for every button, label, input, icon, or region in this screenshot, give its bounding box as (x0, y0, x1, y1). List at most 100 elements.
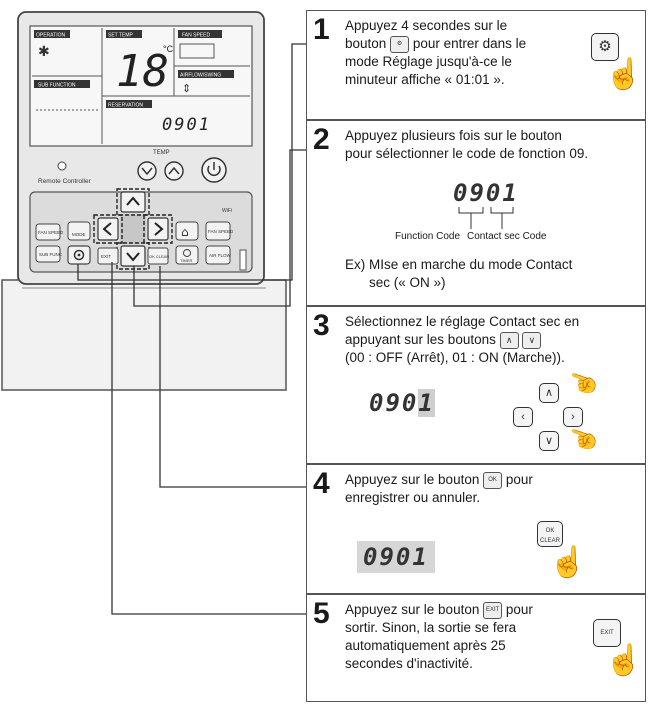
gear-icon: ⚙ (390, 35, 410, 53)
clock-icon (183, 249, 191, 257)
contact-code-bracket (490, 207, 514, 229)
sub-func-button[interactable] (35, 245, 61, 263)
connector-step-4 (159, 266, 306, 488)
display-prefix: 090 (369, 389, 419, 417)
lcd-tab-fan-speed (178, 30, 222, 38)
lcd-label-reservation: RESERVATION (108, 103, 143, 109)
lcd-label-fan-speed: FAN SPEED (182, 33, 210, 39)
dpad-up-illustration: ∧ (539, 383, 559, 403)
chevron-down-icon (126, 252, 140, 262)
pointing-hand-icon: ☝ (605, 644, 643, 677)
contact-code-label: Contact sec Code (467, 231, 547, 242)
step-text: Appuyez sur le bouton EXIT pour sortir. … (345, 601, 533, 671)
power-icon (207, 165, 221, 176)
mode-button-label: MODE (72, 232, 86, 237)
up-button-highlight (116, 188, 150, 216)
left-button-highlight (93, 214, 123, 244)
step-text: Appuyez sur le bouton OK pour enregistre… (345, 471, 533, 505)
lcd-tab-sub-function (34, 80, 90, 88)
step-3-display: 0901 (369, 389, 435, 417)
dpad-down-illustration: ∨ (539, 431, 559, 451)
left-button[interactable] (97, 217, 119, 241)
fan-speed-right-button[interactable] (205, 221, 231, 241)
example-line-2: sec (« ON ») (369, 275, 446, 290)
exit-button-label: EXIT (101, 254, 111, 259)
dpad-center (120, 214, 146, 244)
right-button[interactable] (147, 217, 169, 241)
chevron-down-icon: ∨ (522, 331, 542, 349)
ok-clear-button-label: OK CLEAR (149, 254, 169, 259)
up-button[interactable] (120, 191, 146, 213)
step-5-box: 5 Appuyez sur le bouton EXIT pour sortir… (306, 594, 646, 702)
connector-step-5 (111, 262, 306, 615)
connector-step-1 (77, 43, 306, 281)
fan-speed-button[interactable] (35, 223, 61, 241)
timer-button[interactable] (175, 245, 199, 265)
gear-icon (73, 249, 85, 261)
temp-label: TEMP (153, 150, 170, 156)
chevron-right-icon (154, 222, 164, 236)
sub-func-button-label: SUB FUNC (39, 252, 63, 257)
air-flow-button[interactable] (205, 245, 231, 265)
step-4-display: 0901 (357, 541, 435, 573)
dpad-right-illustration: › (563, 407, 583, 427)
connector-step-2 (133, 149, 306, 307)
chevron-down-icon (141, 167, 153, 176)
ok-clear-button[interactable] (147, 247, 169, 265)
example-line-1: Ex) MIse en marche du mode Contact (345, 257, 573, 272)
blinking-digit: 1 (418, 389, 435, 417)
pointing-hand-icon: ☝ (549, 546, 587, 579)
timer-button-label: TIMER (180, 258, 193, 263)
exit-button[interactable] (97, 247, 119, 265)
fan-speed-button-label: FAN SPEED (38, 230, 64, 235)
settings-button-illustration: ⚙ (591, 33, 619, 61)
lcd-tab-reservation (106, 100, 152, 108)
lcd-tab-airflow (178, 70, 234, 78)
lcd-tab-operation (34, 30, 70, 38)
function-code-label: Function Code (395, 231, 461, 242)
step-3-box: 3 Sélectionnez le réglage Contact sec en… (306, 306, 646, 464)
indicator-led-icon (57, 161, 67, 171)
right-button-highlight (143, 214, 173, 244)
step-4-box: 4 Appuyez sur le bouton OK pour enregist… (306, 464, 646, 594)
fan-speed-right-label: FAN SPEED (208, 229, 234, 234)
lcd-label-operation: OPERATION (36, 33, 65, 39)
lcd-label-airflow: AIRFLOW/SWING (180, 73, 221, 79)
dpad-left-illustration: ‹ (513, 407, 533, 427)
lcd-temp-unit: °C (163, 44, 174, 54)
temp-up-button[interactable] (164, 161, 184, 181)
remote-controller-label: Remote Controller (38, 178, 92, 185)
wall-plate (1, 279, 287, 391)
step-number: 3 (313, 309, 330, 342)
side-slot (239, 249, 247, 271)
step-number: 5 (313, 597, 330, 630)
exit-button-illustration: EXIT (593, 619, 621, 647)
chevron-left-icon (102, 222, 112, 236)
lcd-tab-set-temp (106, 30, 142, 38)
pointing-hand-icon: ☝ (566, 364, 602, 403)
function-code-bracket (458, 207, 484, 229)
connector-lines (77, 43, 306, 615)
snowflake-icon: ✱ (38, 44, 50, 60)
step-number: 1 (313, 13, 330, 46)
mode-button[interactable] (67, 221, 91, 241)
down-button[interactable] (120, 245, 146, 267)
ok-clear-icon: OK (483, 471, 503, 489)
home-icon: ⌂ (181, 225, 189, 239)
temp-down-button[interactable] (137, 161, 157, 181)
step-number: 4 (313, 467, 330, 500)
wifi-label: WiFi (222, 208, 232, 214)
chevron-up-icon: ∧ (499, 331, 519, 349)
lcd-temp-digits: 18 (116, 46, 169, 97)
lcd-label-set-temp: SET TEMP (108, 33, 133, 39)
step-2-box: 2 Appuyez plusieurs fois sur le bouton p… (306, 120, 646, 306)
lcd-code-display: 0901 (162, 115, 211, 135)
exit-icon: EXIT (483, 601, 503, 619)
step-2-display: 0901 (453, 179, 519, 207)
home-button[interactable] (175, 221, 199, 241)
step-text: Sélectionnez le réglage Contact sec en a… (345, 314, 580, 365)
step-number: 2 (313, 123, 330, 156)
code-bracket-lines (458, 207, 514, 229)
gear-icon-center (77, 253, 81, 257)
